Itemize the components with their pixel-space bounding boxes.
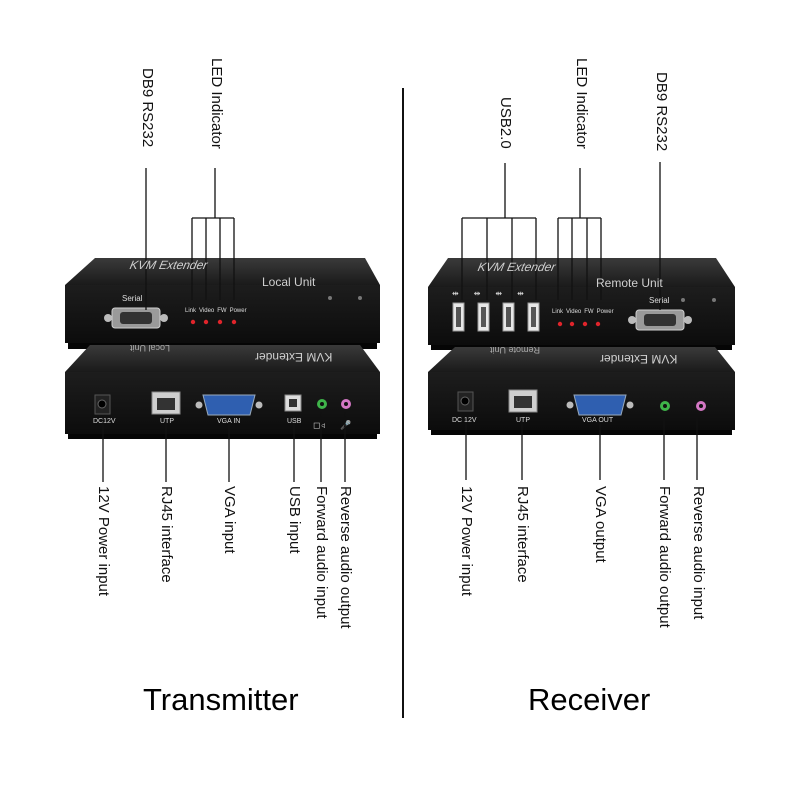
receiver-rear-model: Remote Unit — [490, 345, 541, 355]
callout-tx-db9: DB9 RS232 — [139, 68, 156, 148]
port-label-utp: UTP — [516, 417, 530, 424]
led-link-icon — [190, 319, 196, 325]
led-label-link: Link — [552, 309, 564, 315]
callout-tx-rj45: RJ45 interface — [158, 486, 175, 583]
led-label-link: Link — [185, 308, 197, 314]
callout-tx-led: LED Indicator — [208, 58, 225, 149]
transmitter-caption: Transmitter — [143, 682, 299, 717]
led-label-fw: FW — [584, 309, 594, 315]
port-label-dc12v: DC12V — [93, 418, 116, 425]
receiver-rear-brand: KVM Extender — [600, 352, 678, 366]
transmitter-top-brand: KVM Extender — [128, 258, 209, 272]
receiver-serial-label: Serial — [649, 296, 670, 305]
callout-rx-led: LED Indicator — [573, 58, 590, 149]
transmitter-top-model: Local Unit — [262, 275, 316, 289]
led-video-icon — [203, 319, 209, 325]
callout-rx-usb: USB2.0 — [497, 97, 514, 149]
transmitter-rear-model: Local Unit — [130, 343, 171, 353]
callout-tx-power: 12V Power input — [95, 486, 112, 597]
led-label-video: Video — [199, 308, 215, 314]
receiver-leader-lines — [461, 162, 698, 480]
port-label-dc12v: DC 12V — [452, 417, 477, 424]
transmitter-rear-brand: KVM Extender — [255, 350, 333, 364]
led-fw-icon — [582, 321, 588, 327]
led-fw-icon — [217, 319, 223, 325]
transmitter-front-unit — [65, 258, 380, 349]
svg-text:◻◃: ◻◃ — [313, 420, 325, 430]
led-label-video: Video — [566, 309, 582, 315]
receiver-rear-unit — [428, 347, 735, 435]
transmitter-rear-unit: ◻◃ 🎤 — [65, 345, 380, 439]
callout-tx-usb: USB input — [286, 486, 303, 554]
usb-symbols: ⇹⇹⇹⇹ — [452, 289, 539, 298]
callout-rx-db9: DB9 RS232 — [653, 72, 670, 152]
receiver-caption: Receiver — [528, 682, 651, 717]
port-label-usb: USB — [287, 418, 302, 425]
callout-rx-power: 12V Power input — [458, 486, 475, 597]
vga-in-port — [202, 394, 256, 416]
port-label-utp: UTP — [160, 418, 174, 425]
callout-tx-rev-audio: Reverse audio output — [337, 486, 354, 629]
receiver-top-model: Remote Unit — [596, 276, 663, 290]
receiver-led-labels: Link Video FW Power — [552, 309, 614, 315]
led-label-power: Power — [229, 308, 247, 314]
led-power-icon — [231, 319, 237, 325]
transmitter-led-labels: Link Video FW Power — [185, 308, 247, 314]
receiver-front-unit — [428, 258, 735, 350]
callout-rx-rev-audio: Reverse audio input — [690, 486, 707, 620]
transmitter-leader-lines — [102, 168, 346, 482]
callout-rx-vga: VGA output — [592, 486, 609, 563]
led-label-power: Power — [596, 309, 614, 315]
led-video-icon — [569, 321, 575, 327]
led-label-fw: FW — [217, 308, 227, 314]
port-label-vga-out: VGA OUT — [582, 417, 614, 424]
transmitter-serial-label: Serial — [122, 294, 143, 303]
vga-out-port — [573, 394, 627, 416]
led-link-icon — [557, 321, 563, 327]
led-power-icon — [595, 321, 601, 327]
callout-tx-fwd-audio: Forward audio input — [313, 486, 330, 619]
receiver-top-brand: KVM Extender — [476, 260, 557, 274]
callout-rx-rj45: RJ45 interface — [514, 486, 531, 583]
callout-rx-fwd-audio: Forward audio output — [656, 486, 673, 628]
port-label-vga-in: VGA IN — [217, 418, 241, 425]
callout-tx-vga: VGA input — [221, 486, 238, 554]
